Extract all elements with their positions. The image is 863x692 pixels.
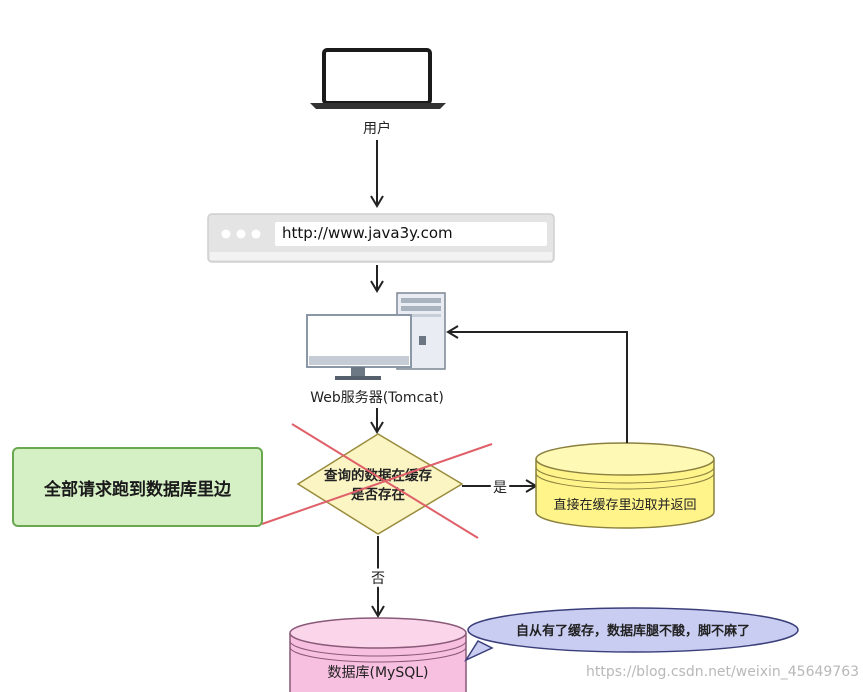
url-text: http://www.java3y.com bbox=[282, 224, 453, 242]
decision-label-line2: 是否存在 bbox=[351, 486, 405, 503]
cache-cylinder bbox=[535, 442, 715, 529]
database-cylinder bbox=[289, 617, 467, 692]
server-label: Web服务器(Tomcat) bbox=[310, 390, 444, 406]
monitor-icon bbox=[306, 314, 412, 380]
green-note-text: 全部请求跑到数据库里边 bbox=[44, 479, 231, 500]
window-dot-icon bbox=[251, 229, 261, 239]
decision-label-line1: 查询的数据在缓存 bbox=[324, 467, 432, 484]
address-bar bbox=[275, 222, 547, 246]
browser-bar bbox=[207, 213, 555, 263]
green-note: 全部请求跑到数据库里边 bbox=[12, 447, 263, 527]
speech-bubble-text: 自从有了缓存，数据库腿不酸，脚不麻了 bbox=[516, 623, 750, 639]
window-dot-icon bbox=[236, 229, 246, 239]
yes-label: 是 bbox=[493, 480, 507, 496]
no-label: 否 bbox=[371, 571, 385, 587]
cross-out-lines bbox=[261, 423, 493, 539]
watermark: https://blog.csdn.net/weixin_45649763 bbox=[586, 664, 860, 680]
cache-label: 直接在缓存里边取并返回 bbox=[553, 497, 696, 513]
laptop-icon bbox=[310, 48, 446, 109]
database-label: 数据库(MySQL) bbox=[328, 665, 429, 681]
speech-bubble bbox=[464, 607, 799, 662]
window-dot-icon bbox=[221, 229, 231, 239]
user-label: 用户 bbox=[363, 120, 391, 137]
arrow-return-to-server bbox=[446, 325, 628, 443]
